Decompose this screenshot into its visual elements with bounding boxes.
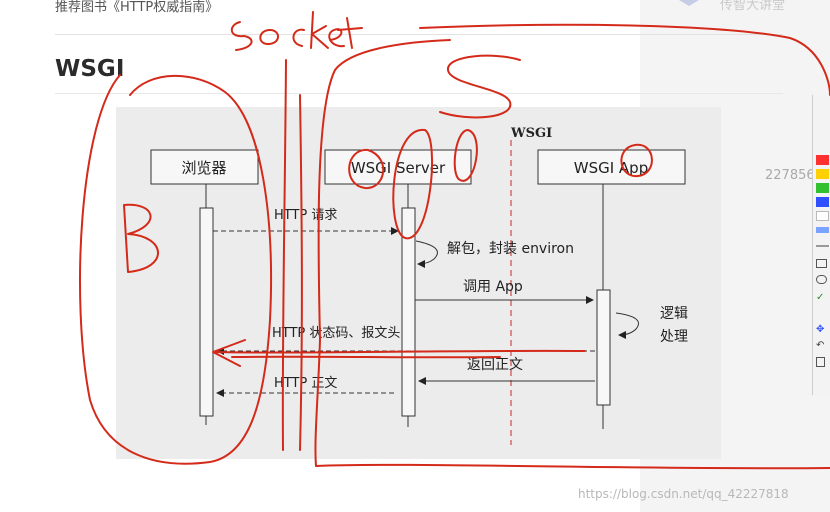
palette-swatch-white[interactable] bbox=[816, 211, 829, 221]
logic-label-line1: 逻辑 bbox=[660, 306, 688, 322]
logic-label-line2: 处理 bbox=[660, 329, 688, 345]
unpack-label: 解包，封装 environ bbox=[447, 241, 574, 257]
return-body-label: 返回正文 bbox=[467, 357, 523, 373]
http-request-label: HTTP 请求 bbox=[274, 208, 337, 223]
palette-swatch-green[interactable] bbox=[816, 183, 829, 193]
blog-watermark: https://blog.csdn.net/qq_42227818 bbox=[578, 487, 789, 501]
palette-pen-icon[interactable] bbox=[816, 227, 829, 233]
palette-move-icon[interactable]: ✥ bbox=[816, 324, 825, 335]
divider bbox=[55, 93, 783, 94]
wsgi-sequence-diagram: WSGI 浏览器 WSGI Server WSGI App HTTP 请求 解包… bbox=[116, 107, 721, 459]
call-app-label: 调用 App bbox=[463, 279, 523, 295]
app-activation bbox=[596, 289, 611, 406]
palette-page-icon[interactable] bbox=[816, 357, 825, 367]
palette-line-icon[interactable] bbox=[816, 245, 829, 247]
palette-check-icon[interactable]: ✓ bbox=[816, 292, 825, 303]
palette-swatch-blue[interactable] bbox=[816, 197, 829, 207]
status-headers-label: HTTP 状态码、报文头 bbox=[272, 326, 400, 341]
wsgi-server-label: WSGI Server bbox=[351, 159, 446, 177]
sequence-diagram-svg: WSGI 浏览器 WSGI Server WSGI App HTTP 请求 解包… bbox=[150, 126, 688, 445]
palette-ellipse-icon[interactable] bbox=[816, 275, 827, 284]
server-activation bbox=[401, 207, 416, 417]
palette-undo-icon[interactable]: ↶ bbox=[816, 340, 825, 351]
diagram-title: WSGI bbox=[510, 126, 552, 141]
palette-swatch-yellow[interactable] bbox=[816, 169, 829, 179]
http-body-label: HTTP 正文 bbox=[274, 376, 337, 391]
palette-rect-icon[interactable] bbox=[816, 259, 827, 268]
logic-self-arrow bbox=[615, 312, 639, 339]
divider bbox=[55, 34, 783, 35]
header-user-text: 传智大讲堂 bbox=[720, 0, 786, 13]
section-heading: WSGI bbox=[55, 56, 125, 82]
recommended-book-line: 推荐图书《HTTP权威指南》 bbox=[55, 0, 219, 15]
site-logo-icon bbox=[679, 0, 699, 6]
unpack-self-arrow bbox=[415, 240, 438, 268]
browser-activation bbox=[199, 207, 214, 417]
browser-label: 浏览器 bbox=[181, 159, 226, 177]
pen-tool-palette[interactable]: ✓ ✥ ↶ bbox=[812, 95, 830, 395]
wsgi-app-label: WSGI App bbox=[574, 159, 648, 177]
palette-swatch-red[interactable] bbox=[816, 155, 829, 165]
